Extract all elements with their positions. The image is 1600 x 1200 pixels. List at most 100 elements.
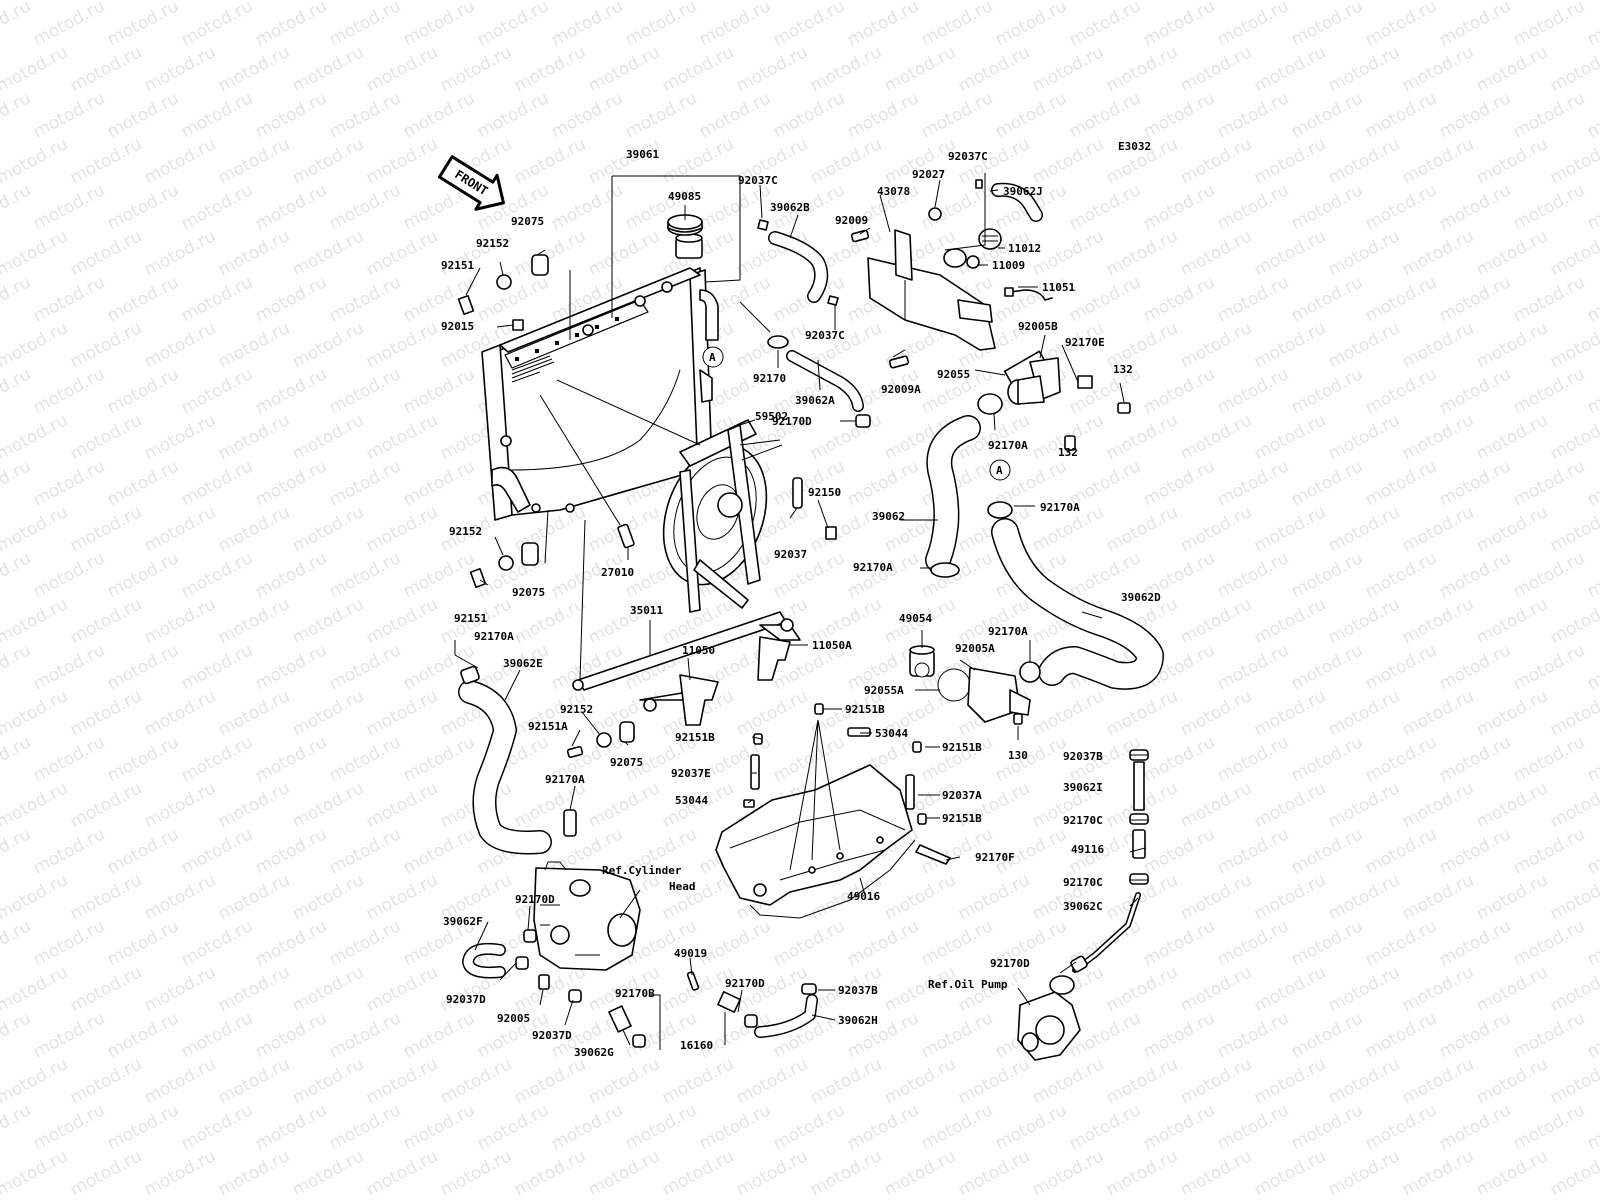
watermark-text: motod.ru [1251, 226, 1329, 280]
watermark-text: motod.ru [215, 870, 293, 924]
watermark-text: motod.ru [363, 410, 441, 464]
oil-pump [1017, 975, 1081, 1061]
watermark-text: motod.ru [178, 916, 256, 970]
watermark-text: motod.ru [1547, 134, 1600, 188]
part-label: 92005 [497, 1012, 530, 1025]
watermark-text: motod.ru [1399, 502, 1477, 556]
watermark-text: motod.ru [30, 916, 108, 970]
watermark-text: motod.ru [1214, 180, 1292, 234]
watermark-text: motod.ru [1140, 1008, 1218, 1062]
watermark-text: motod.ru [1140, 456, 1218, 510]
watermark-text: motod.ru [1362, 1100, 1440, 1154]
reservoir-tank [867, 229, 996, 351]
watermark-text: motod.ru [0, 42, 71, 96]
ref-oil-pump: Ref.Oil Pump [928, 978, 1008, 991]
watermark-text: motod.ru [992, 1100, 1070, 1154]
watermark-text: motod.ru [1325, 778, 1403, 832]
watermark-text: motod.ru [1066, 1100, 1144, 1154]
watermark-text: motod.ru [1325, 962, 1403, 1016]
watermark-text: motod.ru [178, 548, 256, 602]
watermark-text: motod.ru [1547, 594, 1600, 648]
watermark-text: motod.ru [1214, 88, 1292, 142]
watermark-text: motod.ru [955, 594, 1033, 648]
watermark-text: motod.ru [1325, 1146, 1403, 1200]
part-label: 53044 [875, 727, 908, 740]
watermark-text: motod.ru [363, 134, 441, 188]
watermark-text: motod.ru [1214, 1008, 1292, 1062]
watermark-text: motod.ru [289, 1054, 367, 1108]
watermark-text: motod.ru [918, 88, 996, 142]
watermark-text: motod.ru [1399, 686, 1477, 740]
watermark-text: motod.ru [1399, 318, 1477, 372]
watermark-text: motod.ru [326, 180, 404, 234]
watermark-text: motod.ru [1584, 548, 1600, 602]
watermark-text: motod.ru [437, 1146, 515, 1200]
watermark-text: motod.ru [1510, 824, 1588, 878]
watermark-text: motod.ru [1436, 732, 1514, 786]
thermostat-o-ring [937, 668, 971, 702]
watermark-text: motod.ru [1436, 640, 1514, 694]
part-label: 92075 [512, 586, 545, 599]
watermark-text: motod.ru [437, 226, 515, 280]
part-label: 92075 [511, 215, 544, 228]
watermark-text: motod.ru [1584, 0, 1600, 50]
watermark-text: motod.ru [1436, 364, 1514, 418]
watermark-text: motod.ru [1399, 594, 1477, 648]
diagram-code: E3032 [1118, 140, 1151, 153]
watermark-text: motod.ru [178, 1008, 256, 1062]
watermark-text: motod.ru [1214, 548, 1292, 602]
part-label: 92037C [805, 329, 845, 342]
part-label: 39062A [795, 394, 835, 407]
watermark-text: motod.ru [1436, 272, 1514, 326]
watermark-text: motod.ru [1251, 502, 1329, 556]
watermark-text: motod.ru [326, 916, 404, 970]
watermark-text: motod.ru [1510, 272, 1588, 326]
watermark-text: motod.ru [1473, 594, 1551, 648]
part-label: 92037C [738, 174, 778, 187]
watermark-text: motod.ru [0, 1146, 71, 1200]
watermark-text: motod.ru [363, 686, 441, 740]
watermark-text: motod.ru [0, 824, 34, 878]
watermark-text: motod.ru [1510, 732, 1588, 786]
watermark-text: motod.ru [104, 640, 182, 694]
watermark-text: motod.ru [178, 456, 256, 510]
part-label: 92152 [560, 703, 593, 716]
watermark-text: motod.ru [0, 962, 71, 1016]
watermark-text: motod.ru [1140, 88, 1218, 142]
watermark-text: motod.ru [363, 226, 441, 280]
watermark-text: motod.ru [141, 594, 219, 648]
watermark-text: motod.ru [30, 640, 108, 694]
reservoir-stay [1009, 289, 1053, 301]
part-label: 92170A [1040, 501, 1080, 514]
watermark-text: motod.ru [141, 1146, 219, 1200]
watermark-text: motod.ru [1251, 134, 1329, 188]
watermark-text: motod.ru [30, 0, 108, 50]
watermark-text: motod.ru [141, 134, 219, 188]
watermark-text: motod.ru [252, 88, 330, 142]
part-label: 92151B [675, 731, 715, 744]
watermark-text: motod.ru [1362, 88, 1440, 142]
watermark-text: motod.ru [1140, 1100, 1218, 1154]
watermark-text: motod.ru [0, 410, 71, 464]
watermark-text: motod.ru [1510, 180, 1588, 234]
watermark-text: motod.ru [1288, 364, 1366, 418]
watermark-text: motod.ru [881, 870, 959, 924]
watermark-text: motod.ru [141, 410, 219, 464]
watermark-text: motod.ru [1473, 962, 1551, 1016]
watermark-text: motod.ru [0, 134, 71, 188]
watermark-text: motod.ru [141, 870, 219, 924]
watermark-text: motod.ru [30, 272, 108, 326]
watermark-text: motod.ru [1362, 0, 1440, 50]
watermark-text: motod.ru [1584, 640, 1600, 694]
watermark-text: motod.ru [400, 364, 478, 418]
watermark-text: motod.ru [659, 1054, 737, 1108]
watermark-text: motod.ru [1140, 180, 1218, 234]
watermark-text: motod.ru [0, 180, 34, 234]
watermark-text: motod.ru [0, 686, 71, 740]
watermark-text: motod.ru [1325, 410, 1403, 464]
watermark-text: motod.ru [104, 456, 182, 510]
watermark-text: motod.ru [1436, 824, 1514, 878]
watermark-text: motod.ru [1140, 916, 1218, 970]
watermark-text: motod.ru [696, 88, 774, 142]
